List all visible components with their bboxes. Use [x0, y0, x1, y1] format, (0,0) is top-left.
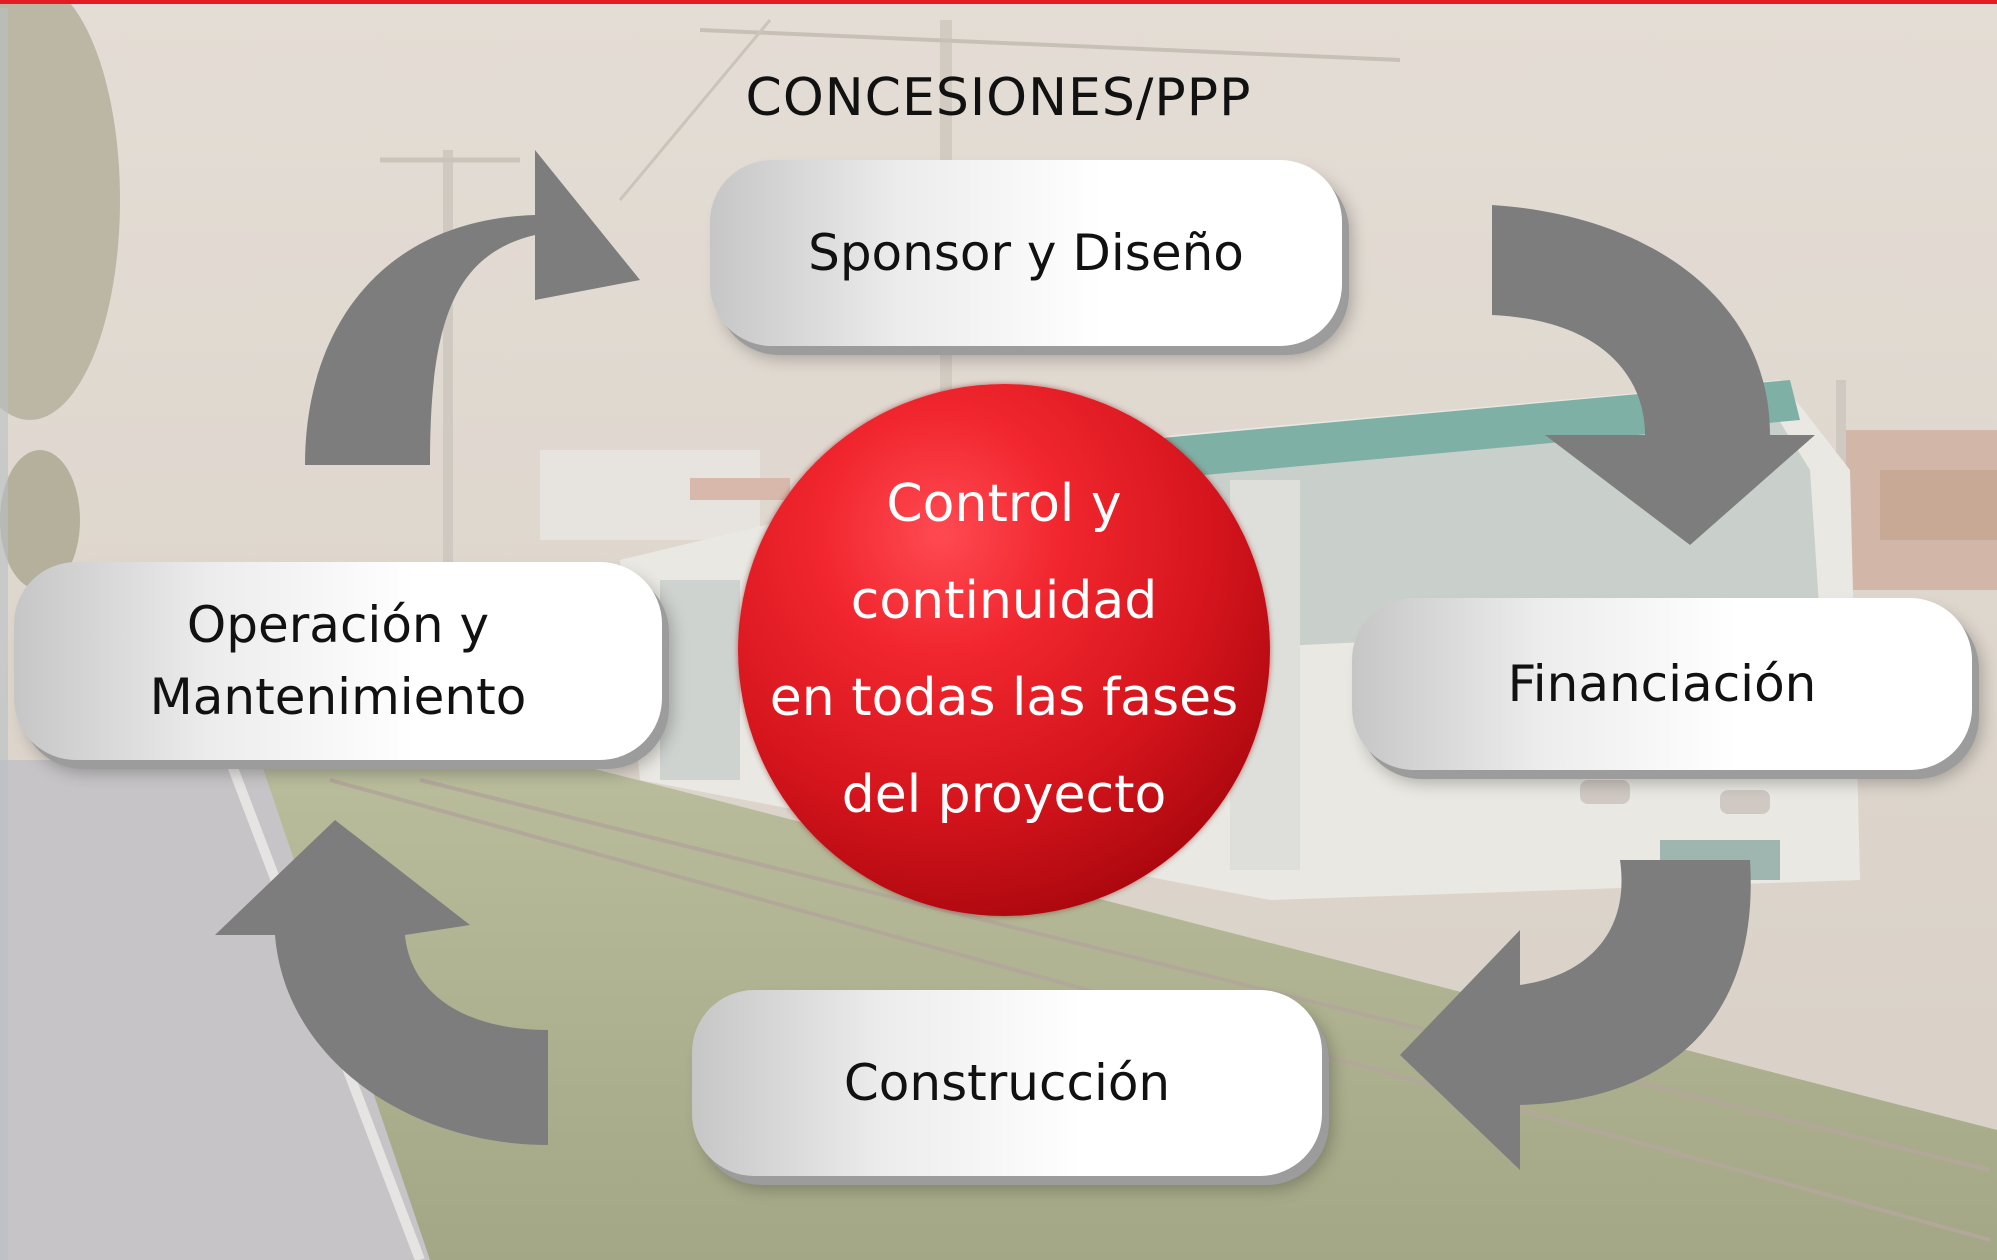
center-circle: Control y continuidad en todas las fases… [738, 384, 1270, 916]
arrow-top-left [305, 150, 640, 465]
arrow-bottom-left [215, 820, 548, 1145]
center-text-line-2: continuidad [850, 571, 1158, 631]
stage-sponsor-diseno: Sponsor y Diseño [710, 160, 1342, 346]
stage-sponsor-label: Sponsor y Diseño [808, 224, 1244, 282]
stage-construccion: Construcción [692, 990, 1322, 1176]
top-accent-line [0, 0, 1997, 4]
center-text-line-4: del proyecto [841, 765, 1167, 825]
diagram-title: CONCESIONES/PPP [745, 68, 1252, 128]
arrow-bottom-right [1400, 860, 1751, 1170]
cycle-arrow-icon [215, 150, 1815, 1170]
stage-operacion-line-2: Mantenimiento [149, 668, 527, 726]
arrow-top-right [1492, 205, 1815, 545]
stage-financiacion: Financiación [1352, 598, 1972, 770]
stage-financiacion-label: Financiación [1507, 655, 1817, 713]
center-text-line-3: en todas las fases [769, 668, 1239, 728]
stage-construccion-label: Construcción [843, 1054, 1171, 1112]
center-text-line-1: Control y [886, 474, 1122, 534]
stage-operacion-mantenimiento: Operación y Mantenimiento [14, 562, 662, 760]
stage-operacion-line-1: Operación y [186, 596, 490, 654]
